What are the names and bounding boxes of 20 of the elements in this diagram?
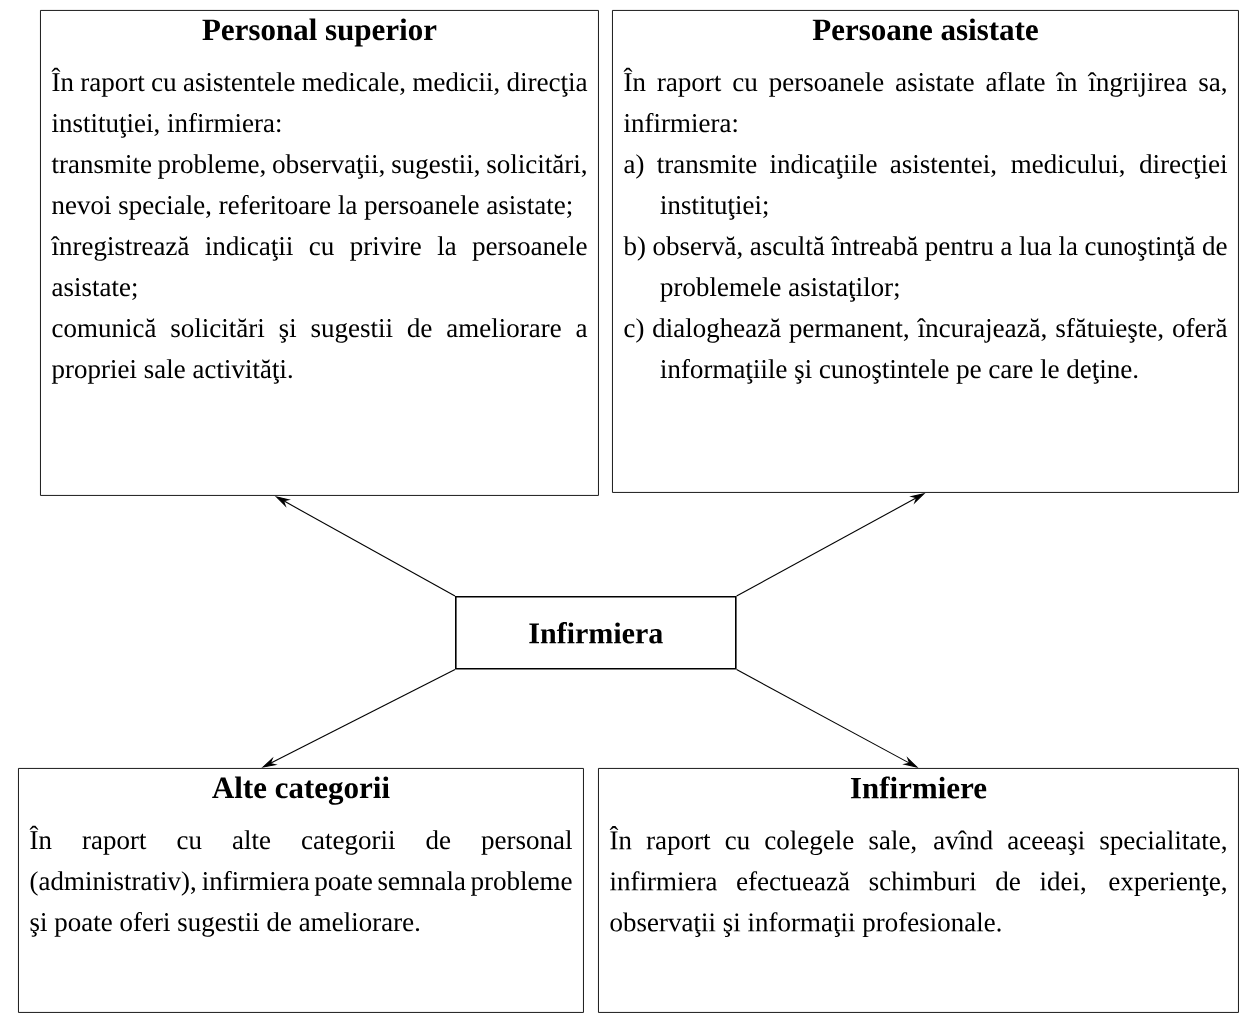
text-box xyxy=(612,10,1239,493)
center-box xyxy=(455,596,737,670)
list-item: b) observă, ascultă întreabă pentru a lua la cunoştinţă de problemele asistaţilor; xyxy=(623,236,1227,302)
paragraph: În raport cu colegele sale, avînd aceeaşi specialitate, infirmiera efectuează schimburi de idei, experienţe, observaţii şi informaţii profesionale. xyxy=(609,826,1226,937)
paragraph: În raport cu asistentele medicale, medicii, direcţia instituţiei, infirmiera: xyxy=(51,67,588,138)
list-item: comunică solicitări şi sugestii de ameliorare a propriei sale activităţi. xyxy=(51,318,588,384)
list-item: a) transmite indicaţiile asistentei, medicului, direcţiei instituţiei; xyxy=(624,154,1228,220)
box-heading: Infirmiere xyxy=(850,776,987,799)
box-heading: Persoane asistate xyxy=(812,18,1038,41)
paragraph: În raport cu persoanele asistate aflate în îngrijirea sa, infirmiera: xyxy=(623,67,1226,133)
box-heading: Alte categorii xyxy=(212,776,390,805)
box-heading: Personal superior xyxy=(202,18,437,47)
paragraph: În raport cu alte categorii de personal (administrativ), infirmiera poate semnala probleme şi poate oferi sugestii de ameliorare. xyxy=(29,825,572,937)
text-box xyxy=(598,768,1239,1013)
text-box xyxy=(18,768,584,1013)
list-item: transmite probleme, observaţii, sugestii, solicitări, nevoi speciale, referitoare la persoanele asistate; xyxy=(51,154,586,220)
node-label: Infirmiera xyxy=(529,622,663,644)
list-item: înregistrează indicaţii cu privire la persoanele asistate; xyxy=(50,236,587,301)
list-item: c) dialoghează permanent, încurajează, sfătuieşte, oferă informaţiile şi cunoştintele pe care le deţine. xyxy=(624,317,1228,384)
text-box xyxy=(40,10,599,496)
